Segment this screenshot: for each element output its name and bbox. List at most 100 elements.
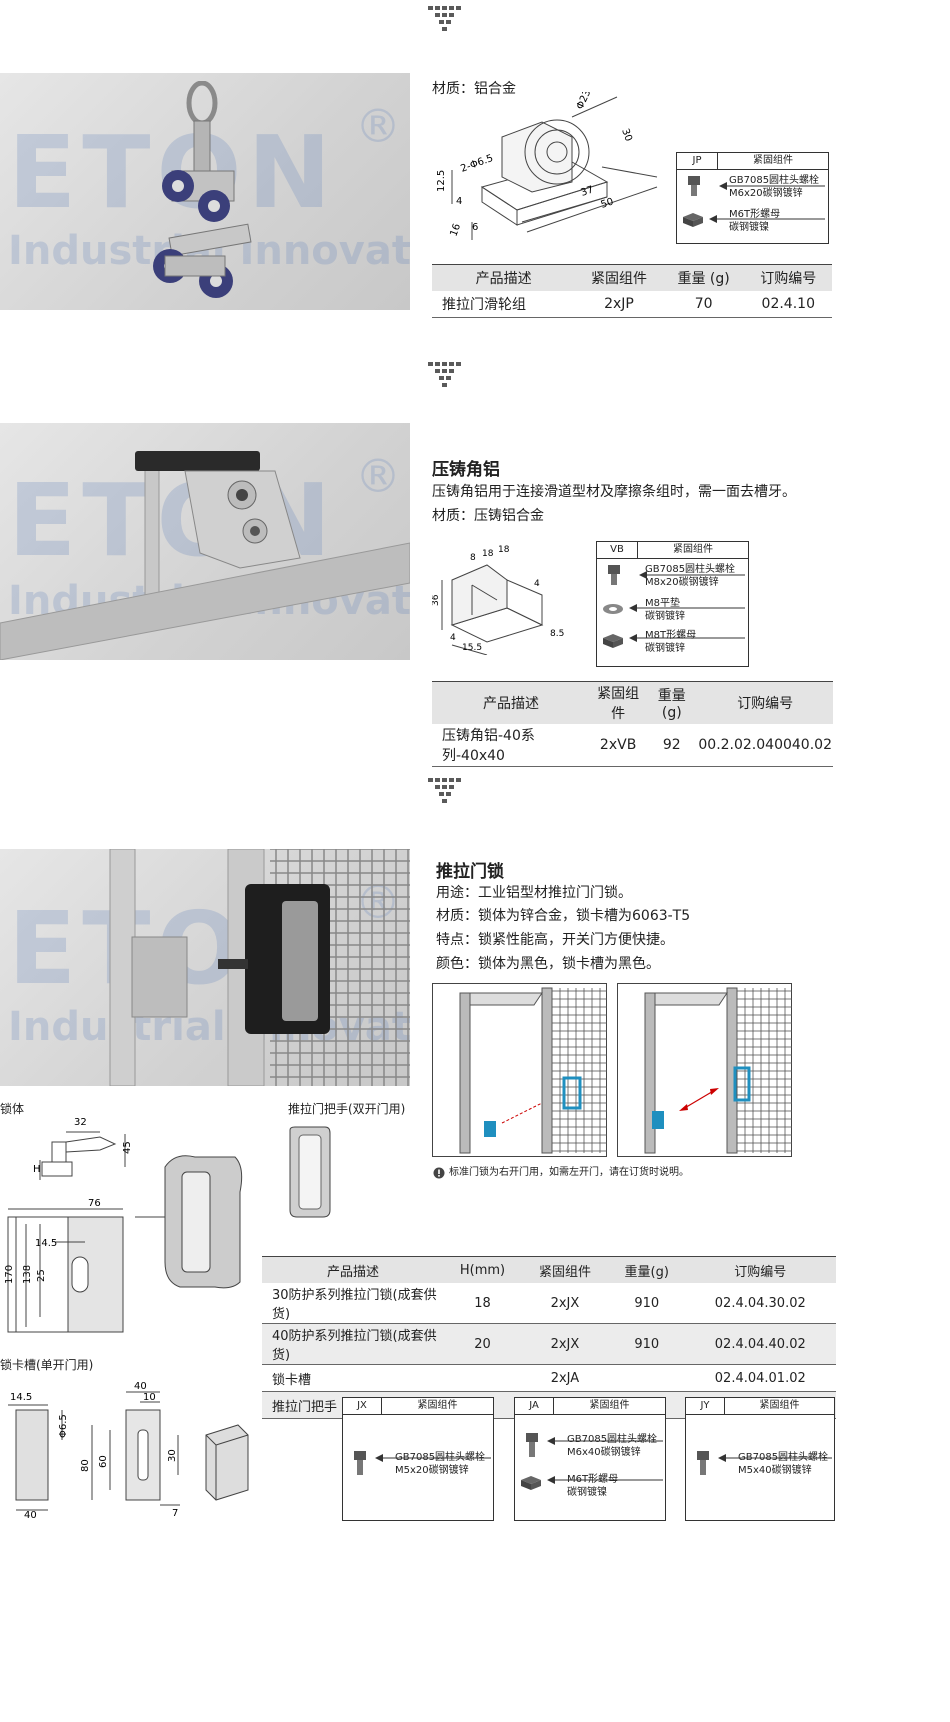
fastener-header: 紧固组件 [759, 1400, 800, 1411]
usage-text: 用途：工业铝型材推拉门门锁。 [436, 885, 632, 901]
section-title: 推拉门锁 [436, 862, 504, 882]
dim-label: 18 [482, 549, 494, 559]
table-header: 重量 (g) [662, 264, 745, 291]
roller-photo: ETON ® Industrial Innovations [0, 73, 410, 310]
dim-label: 4 [456, 196, 462, 207]
table-cell: 20 [444, 1323, 521, 1365]
dim-label: 10 [143, 1392, 156, 1403]
table-cell: 2xJX [520, 1323, 609, 1365]
material-text: 材质：锁体为锌合金，锁卡槽为6063-T5 [436, 908, 691, 924]
dim-label: 32 [74, 1117, 87, 1128]
fastener-code: VB [597, 542, 638, 558]
table-header: 紧固组件 [575, 264, 663, 291]
feature-text: 特点：锁紧性能高，开关门方便快捷。 [436, 932, 674, 948]
dim-label: 18 [498, 545, 510, 555]
table-header: 订购编号 [697, 681, 833, 724]
fastener-line: M8平垫 [645, 598, 680, 609]
door-lock-photo: ETON ® Industrial Innovations [0, 849, 410, 1086]
bolt-icon [354, 1451, 366, 1475]
fastener-line: M6T形螺母 [729, 209, 781, 220]
table-cell: 2xVB [590, 724, 647, 767]
fastener-line: 碳钢镀锌 [645, 610, 685, 622]
table-cell: 压铸角铝-40系列-40x40 [432, 724, 591, 767]
fastener-line: GB7085圆柱头螺栓 [729, 175, 820, 186]
table-header: 产品描述 [262, 1256, 444, 1283]
dim-label: 8 [470, 553, 476, 563]
fastener-line: M8T形螺母 [645, 630, 697, 641]
lock-illustration [109, 849, 410, 1086]
table-cell: 2xJX [520, 1283, 609, 1324]
table-header: 重量(g) [608, 1256, 685, 1283]
bracket-drawing: 8 18 18 4 36 8.5 4 15.5 [432, 545, 564, 655]
table-cell: 02.4.10 [744, 291, 832, 318]
pointer-arrow [718, 1454, 832, 1462]
dim-label: 12.5 [436, 170, 447, 192]
fastener-code: JA [515, 1398, 554, 1414]
fastener-line: GB7085圆柱头螺栓 [645, 564, 736, 575]
dim-label: 40 [134, 1381, 147, 1392]
bracket-illustration [0, 451, 410, 660]
pointer-arrows [709, 182, 825, 223]
dim-label: 16 [448, 222, 463, 238]
roller-illustration [153, 81, 252, 298]
watermark-registered: ® [355, 449, 401, 503]
table-cell: 02.4.04.30.02 [684, 1283, 836, 1324]
table-cell: 00.2.02.040040.02 [697, 724, 833, 767]
handle-label: 推拉门把手(双开门用) [288, 1102, 406, 1116]
install-diagram-2 [617, 983, 792, 1157]
t-nut-icon [683, 213, 703, 227]
dim-label: 14.5 [35, 1238, 57, 1249]
handle-drawing [289, 1126, 331, 1218]
dim-label: 25 [36, 1269, 47, 1282]
slot-label: 锁卡槽(单开门用) [0, 1358, 94, 1372]
dim-label: H [33, 1164, 41, 1175]
table-cell: 910 [608, 1283, 685, 1324]
table-header: 重量 (g) [646, 681, 698, 724]
dim-label: 76 [88, 1198, 101, 1209]
fastener-code: JY [686, 1398, 725, 1414]
pointer-arrows [547, 1437, 663, 1484]
dim-label: 14.5 [10, 1392, 32, 1403]
table-cell: 92 [646, 724, 698, 767]
table-header: 产品描述 [432, 681, 591, 724]
fastener-header: 紧固组件 [589, 1400, 630, 1411]
table-cell [608, 1364, 685, 1392]
dim-label: 138 [22, 1265, 33, 1284]
bolt-icon [697, 1451, 709, 1475]
table-cell: 锁卡槽 [262, 1364, 444, 1392]
table-cell: 18 [444, 1283, 521, 1324]
fastener-line: 碳钢镀镍 [729, 221, 769, 233]
t-nut-icon [603, 634, 623, 648]
pointer-arrow [375, 1454, 491, 1462]
note-text: 标准门锁为右开门用，如需左开门，请在订货时说明。 [449, 1167, 689, 1178]
corner-bracket-photo: ETON ® Industrial Innovations [0, 423, 410, 660]
table-cell: 2xJA [520, 1364, 609, 1392]
dim-label: 60 [98, 1455, 109, 1468]
fastener-code: JX [343, 1398, 382, 1414]
table-header: 产品描述 [432, 264, 576, 291]
fastener-line: M6x20碳钢镀锌 [729, 187, 803, 199]
lock-body-label: 锁体 [0, 1102, 25, 1116]
roller-drawing: Φ23 30 2-Φ6.5 12.5 4 37 50 16 6 [436, 92, 658, 240]
info-icon [433, 1167, 445, 1179]
table-header: 紧固组件 [520, 1256, 609, 1283]
fastener-header: 紧固组件 [417, 1400, 458, 1411]
table-header: 订购编号 [684, 1256, 836, 1283]
table-cell: 02.4.04.01.02 [684, 1364, 836, 1392]
watermark-registered: ® [355, 99, 401, 153]
table-row: 锁卡槽 2xJA 02.4.04.01.02 [262, 1364, 836, 1392]
fastener-line: M6x40碳钢镀锌 [567, 1446, 641, 1458]
material-text: 材质：压铸铝合金 [432, 508, 544, 524]
install-diagram-1 [432, 983, 607, 1157]
dim-label: 40 [24, 1510, 37, 1520]
fastener-line: GB7085圆柱头螺栓 [567, 1434, 658, 1445]
fastener-code: JP [677, 153, 718, 169]
table-cell [444, 1364, 521, 1392]
